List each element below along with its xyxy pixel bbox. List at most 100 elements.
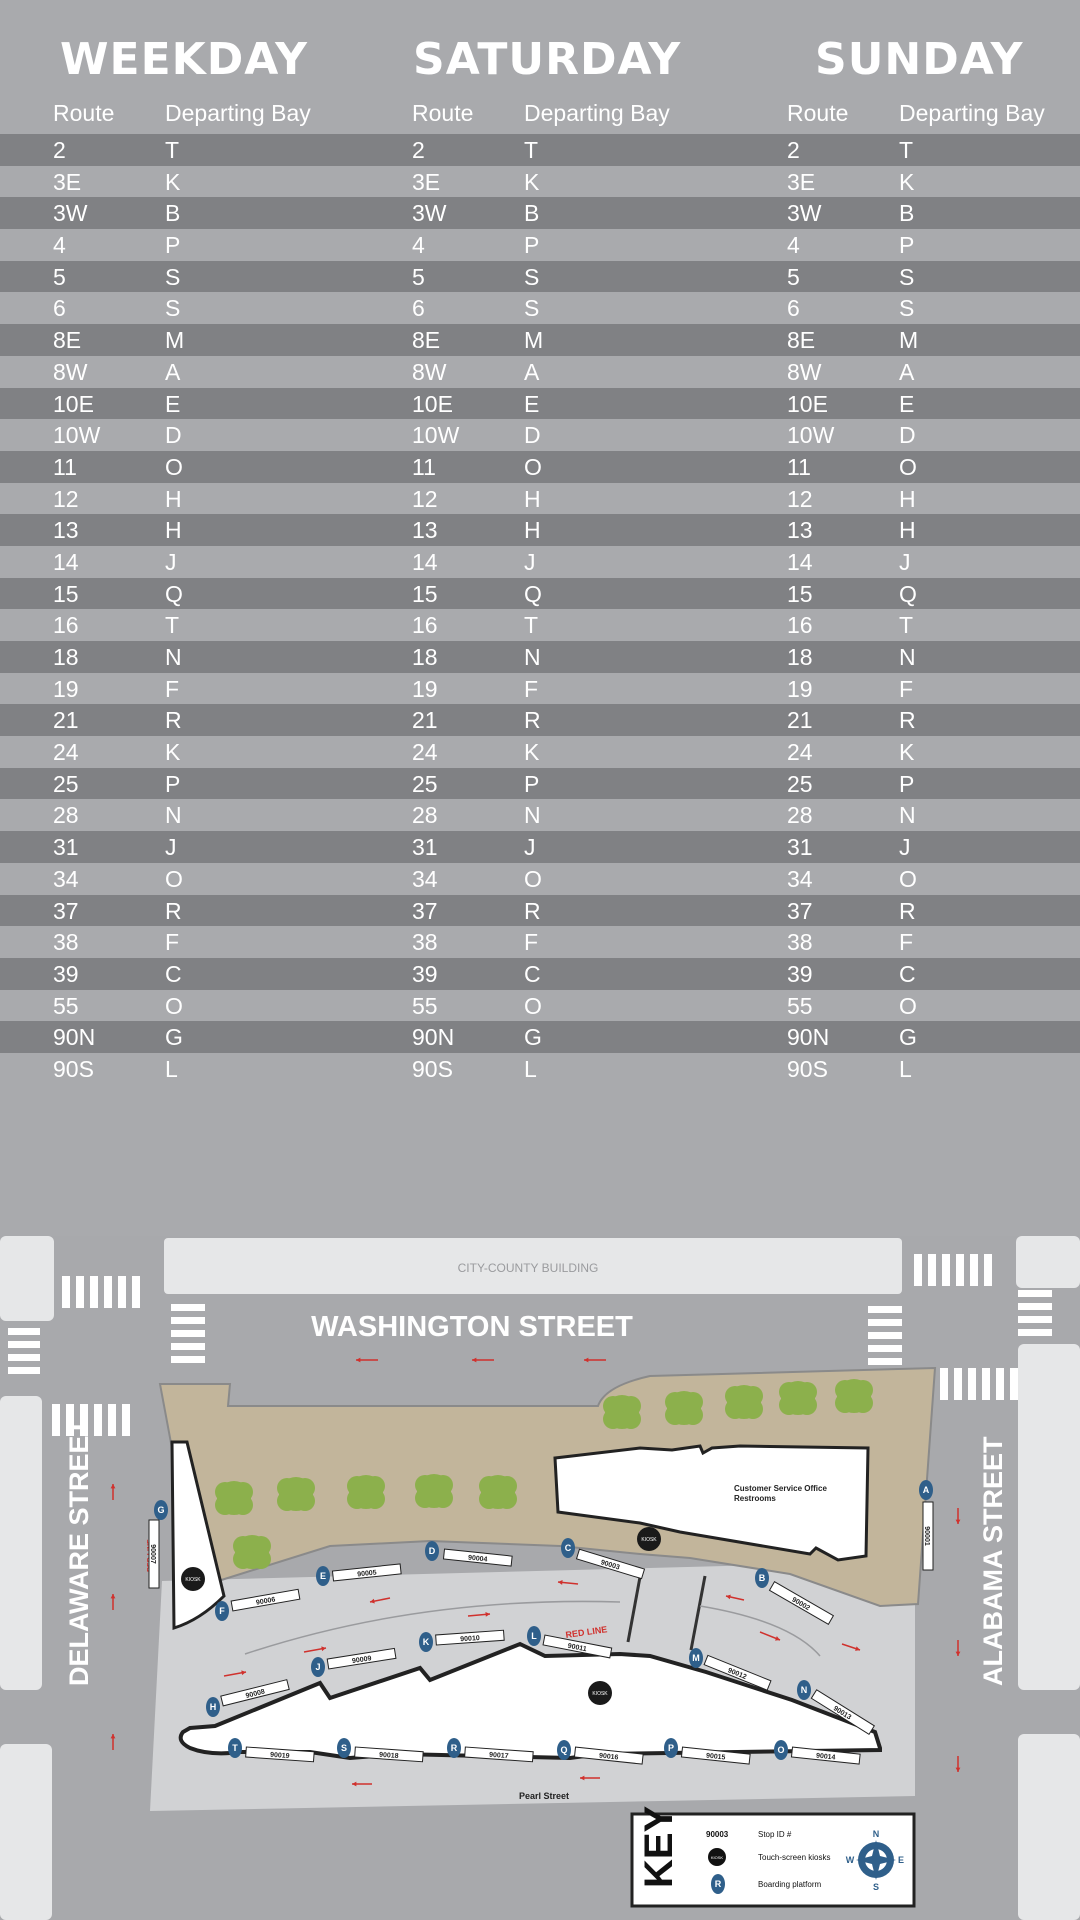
- sunday-bay-cell: J: [899, 834, 911, 861]
- crosswalk-stripe: [996, 1368, 1004, 1400]
- tree-icon: [233, 1535, 271, 1569]
- sunday-route-cell: 15: [787, 580, 813, 607]
- tree-icon: [215, 1481, 253, 1515]
- crosswalk-stripe: [76, 1276, 84, 1308]
- weekday-bay-cell: K: [165, 168, 181, 195]
- weekday-bay-cell: M: [165, 327, 185, 354]
- bay-letter: N: [801, 1685, 808, 1695]
- bay-marker: [755, 1568, 769, 1588]
- bay-letter: B: [759, 1573, 766, 1583]
- saturday-route-cell: 16: [412, 612, 438, 639]
- saturday-bay-cell: H: [524, 485, 541, 512]
- bay-marker: [689, 1648, 703, 1668]
- sunday-bay-cell: O: [899, 453, 917, 480]
- arrow-icon: [303, 1646, 327, 1653]
- block-southeast: [1018, 1734, 1080, 1920]
- bay-letter: A: [923, 1485, 930, 1495]
- block-southwest: [0, 1744, 52, 1920]
- sunday-bay-cell: J: [899, 548, 911, 575]
- weekday-route-cell: 3E: [53, 168, 82, 195]
- saturday-route-cell: 5: [412, 263, 425, 290]
- weekday-route-cell: 19: [53, 675, 79, 702]
- saturday-bay-cell: E: [524, 390, 540, 417]
- weekday-bay-cell: E: [165, 390, 181, 417]
- customer-service-label: Customer Service Office: [734, 1484, 827, 1493]
- customer-service-building: [553, 1444, 870, 1562]
- crosswalk-stripe: [171, 1304, 205, 1311]
- saturday-bay-cell: S: [524, 263, 540, 290]
- weekday-bay-cell: T: [165, 612, 180, 639]
- bay-marker: [154, 1500, 168, 1520]
- crosswalk-stripe: [118, 1276, 126, 1308]
- weekday-route-cell: 21: [53, 707, 79, 734]
- delaware-street-label: DELAWARE STREET: [64, 1418, 94, 1686]
- bay-letter: F: [219, 1606, 225, 1616]
- sunday-route-cell: 25: [787, 770, 813, 797]
- saturday-route-cell: 55: [412, 992, 438, 1019]
- crosswalk-stripe: [171, 1330, 205, 1337]
- saturday-bay-cell: N: [524, 644, 541, 670]
- sunday-bay-cell: N: [899, 644, 916, 670]
- washington-street-label: WASHINGTON STREET: [311, 1311, 633, 1343]
- bay-marker: [425, 1541, 439, 1561]
- saturday-route-cell: 11: [412, 453, 436, 480]
- arrow-icon: [352, 1781, 372, 1787]
- saturday-route-cell: 8W: [412, 358, 447, 385]
- sunday-route-cell: 8E: [787, 327, 816, 354]
- sunday-bay-cell: O: [899, 992, 917, 1019]
- weekday-bay-cell: R: [165, 897, 182, 924]
- crosswalk-stripe: [868, 1358, 902, 1365]
- sunday-bay-cell: Q: [899, 580, 917, 607]
- weekday-bay-cell: F: [165, 675, 180, 702]
- crosswalk-stripe: [8, 1367, 40, 1374]
- crosswalk-stripe: [1010, 1368, 1018, 1400]
- divider-line: [689, 1575, 707, 1651]
- saturday-route-cell: 34: [412, 865, 438, 892]
- sunday-route-cell: 14: [787, 548, 813, 575]
- weekday-route-cell: 25: [53, 770, 79, 797]
- sunday-route-cell: 12: [787, 485, 813, 512]
- weekday-bay-cell: H: [165, 485, 182, 512]
- tree-icon: [779, 1381, 817, 1415]
- weekday-bay-cell: H: [165, 517, 182, 544]
- crosswalk-stripe: [122, 1404, 130, 1436]
- saturday-route-cell: 37: [412, 897, 438, 924]
- stop-id-label: 90009: [352, 1655, 372, 1665]
- weekday-bay-cell: T: [165, 137, 180, 163]
- alabama-street-label: ALABAMA STREET: [978, 1436, 1008, 1686]
- stop-id-label: 90018: [379, 1752, 399, 1760]
- stop-id-label: 90007: [149, 1544, 156, 1564]
- saturday-bay-cell: M: [524, 327, 544, 354]
- sunday-route-cell: 6: [787, 295, 800, 322]
- saturday-bay-header: Departing Bay: [524, 100, 670, 126]
- sunday-bay-cell: P: [899, 232, 915, 259]
- sunday-route-cell: 24: [787, 739, 813, 766]
- lane-curve: [244, 1600, 621, 1655]
- weekday-bay-cell: J: [165, 548, 177, 575]
- saturday-bay-cell: N: [524, 802, 541, 829]
- sunday-bay-cell: A: [899, 358, 915, 385]
- weekday-route-cell: 5: [53, 263, 66, 290]
- tree-icon: [347, 1475, 385, 1509]
- bay-marker: [228, 1738, 242, 1758]
- bay-marker: [557, 1740, 571, 1760]
- sunday-route-cell: 55: [787, 992, 813, 1019]
- lane-curve: [699, 1605, 821, 1657]
- weekday-bay-cell: A: [165, 358, 181, 385]
- trees: [215, 1379, 873, 1569]
- sunday-bay-cell: H: [899, 517, 916, 544]
- saturday-route-cell: 3W: [412, 200, 447, 227]
- saturday-route-cell: 15: [412, 580, 438, 607]
- arrow-icon: [584, 1357, 606, 1363]
